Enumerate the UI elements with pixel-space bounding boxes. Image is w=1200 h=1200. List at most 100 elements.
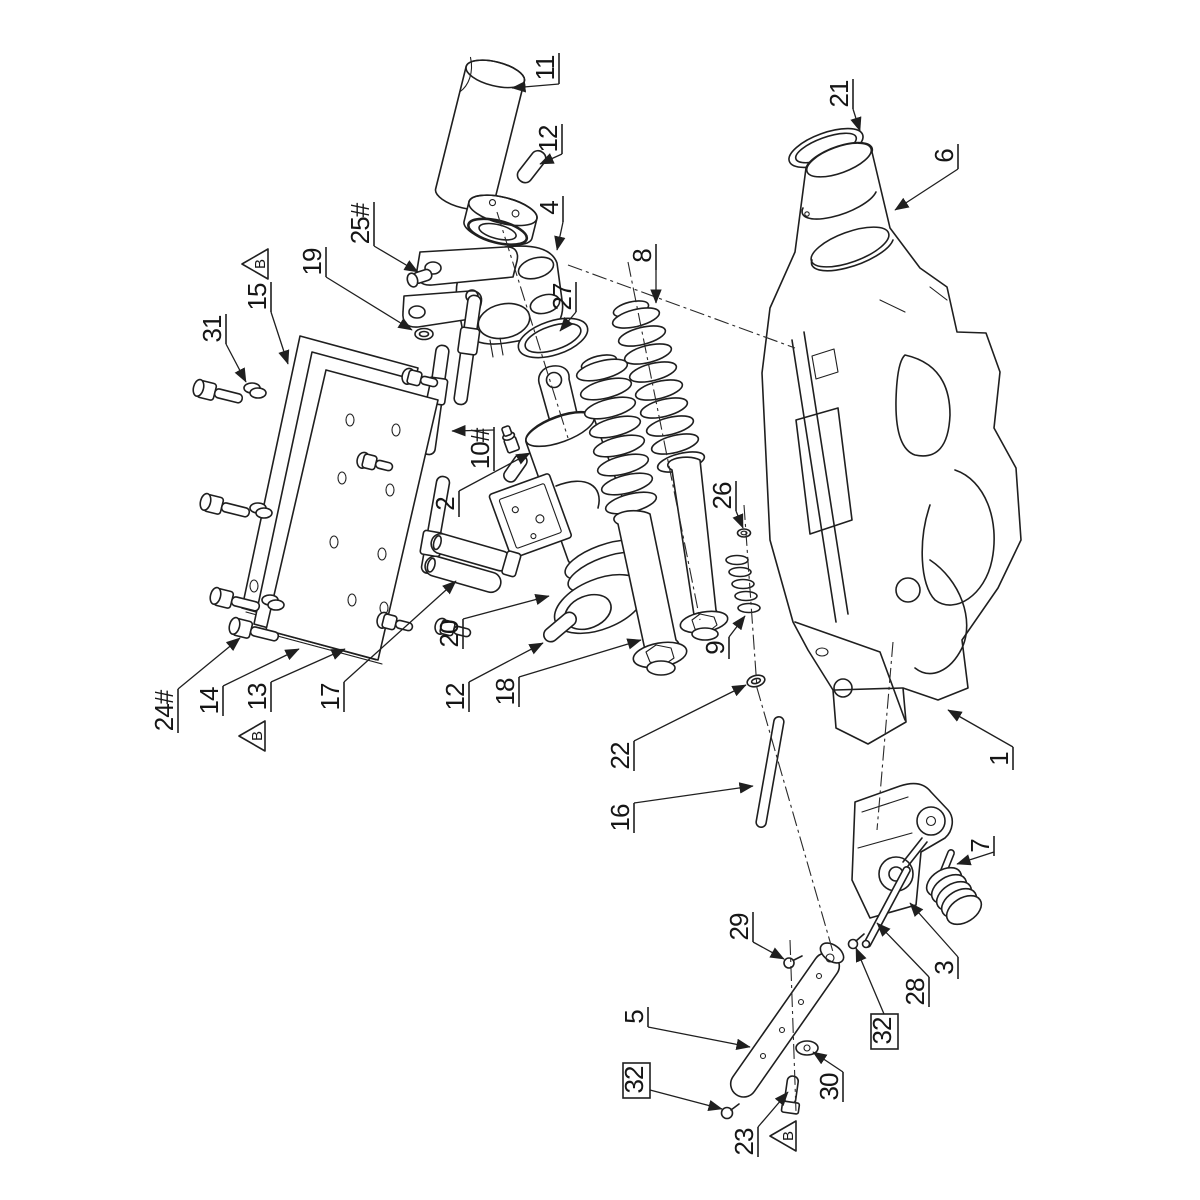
- svg-text:19: 19: [297, 248, 327, 275]
- callout-28: 28: [876, 922, 930, 1007]
- part-pin-12a: [516, 149, 547, 184]
- part-coil-7: [925, 866, 983, 926]
- callout-29: 29: [724, 912, 785, 960]
- svg-text:12: 12: [533, 125, 563, 152]
- svg-text:B: B: [252, 259, 269, 269]
- svg-text:18: 18: [490, 678, 520, 705]
- part-springs-8: [575, 300, 729, 676]
- part-washer-30: [795, 1040, 819, 1056]
- svg-text:28: 28: [900, 978, 930, 1005]
- svg-text:25#: 25#: [345, 202, 375, 244]
- part-screw-32-right: [847, 933, 865, 950]
- svg-text:22: 22: [605, 742, 635, 769]
- callout-31: 31: [197, 314, 247, 383]
- svg-text:27: 27: [547, 283, 577, 310]
- callout-12b: 12: [440, 642, 544, 712]
- svg-text:6: 6: [929, 149, 959, 163]
- part-cylinder-11: [434, 56, 526, 211]
- part-washer-19: [414, 327, 434, 341]
- svg-text:17: 17: [315, 683, 345, 710]
- svg-text:10#: 10#: [465, 427, 495, 469]
- callout-26: 26: [707, 481, 744, 529]
- svg-text:2: 2: [430, 497, 460, 511]
- callout-10: 10#: [451, 424, 495, 471]
- svg-text:16: 16: [605, 804, 635, 831]
- part-screw-32-left: [720, 1103, 740, 1120]
- callout-30: 30: [812, 1051, 844, 1102]
- svg-text:B: B: [780, 1131, 797, 1141]
- callout-21: 21: [824, 79, 862, 132]
- callout-18: 18: [490, 638, 642, 707]
- svg-text:30: 30: [814, 1073, 844, 1100]
- callout-17: 17: [315, 580, 457, 712]
- svg-text:23: 23: [729, 1128, 759, 1155]
- callout-32-left: 32: [619, 1062, 723, 1112]
- svg-text:1: 1: [984, 752, 1014, 766]
- svg-text:26: 26: [707, 482, 737, 509]
- callout-32-right: 32: [855, 947, 899, 1050]
- part-washer-26: [736, 528, 752, 538]
- callout-27: 27: [547, 282, 577, 332]
- part-rod-16: [755, 715, 785, 829]
- svg-text:21: 21: [824, 80, 854, 107]
- part-cylinder-11-cap: [463, 194, 538, 246]
- svg-text:3: 3: [929, 961, 959, 975]
- callout-12a: 12: [533, 124, 563, 165]
- svg-text:31: 31: [197, 315, 227, 342]
- callout-13: 13: [242, 648, 346, 712]
- svg-text:5: 5: [619, 1010, 649, 1024]
- callout-23: 23: [729, 1091, 789, 1157]
- callout-15: 15: [242, 282, 290, 365]
- part-bracket-4: [402, 245, 564, 358]
- callout-25: 25#: [345, 202, 419, 273]
- svg-text:24#: 24#: [149, 689, 179, 731]
- callout-2: 2: [430, 452, 531, 517]
- part-bolt-23: [780, 1075, 801, 1115]
- callout-14: 14: [194, 648, 300, 716]
- view-marker-b-bottom: B: [769, 1120, 797, 1152]
- part-twin-cylinders-17: [424, 532, 522, 594]
- callouts: 11 12 4 27 8 25# 19 15: [149, 53, 1014, 1157]
- callout-22: 22: [605, 684, 747, 771]
- callout-3: 3: [909, 902, 959, 979]
- part-pin-28: [861, 866, 911, 949]
- callout-16: 16: [605, 782, 754, 833]
- view-marker-b-left: B: [238, 720, 266, 752]
- svg-text:32: 32: [619, 1066, 649, 1093]
- part-bar-5: [729, 942, 845, 1098]
- svg-text:15: 15: [242, 283, 272, 310]
- part-screws-24-31: [192, 378, 285, 642]
- callout-7: 7: [956, 836, 995, 866]
- callout-8: 8: [627, 244, 662, 304]
- part-bolt-25: [406, 268, 433, 288]
- part-plate-screws: [356, 367, 472, 638]
- svg-text:20: 20: [434, 620, 464, 647]
- callout-19: 19: [297, 247, 413, 331]
- svg-text:B: B: [249, 731, 266, 741]
- assembly-axes: [496, 211, 894, 1113]
- callout-1: 1: [947, 709, 1014, 770]
- svg-text:32: 32: [867, 1017, 897, 1044]
- callout-24: 24#: [149, 637, 241, 733]
- part-plate-13: [265, 369, 439, 665]
- svg-text:7: 7: [965, 839, 995, 853]
- svg-text:11: 11: [530, 55, 560, 81]
- svg-text:13: 13: [242, 683, 272, 710]
- svg-text:14: 14: [194, 687, 224, 714]
- part-screw-29: [783, 955, 803, 969]
- view-marker-b-top: B: [241, 248, 269, 280]
- svg-text:9: 9: [700, 641, 730, 655]
- callout-4: 4: [534, 196, 566, 251]
- svg-text:8: 8: [627, 249, 657, 263]
- svg-text:4: 4: [534, 201, 564, 215]
- callout-5: 5: [619, 1007, 751, 1050]
- callout-20: 20: [434, 593, 550, 649]
- callout-6: 6: [894, 144, 959, 211]
- callout-11: 11: [511, 53, 560, 93]
- part-spring-9: [725, 554, 761, 614]
- svg-text:29: 29: [724, 913, 754, 940]
- part-body-6: [761, 141, 1022, 745]
- part-pin-12b: [543, 611, 577, 643]
